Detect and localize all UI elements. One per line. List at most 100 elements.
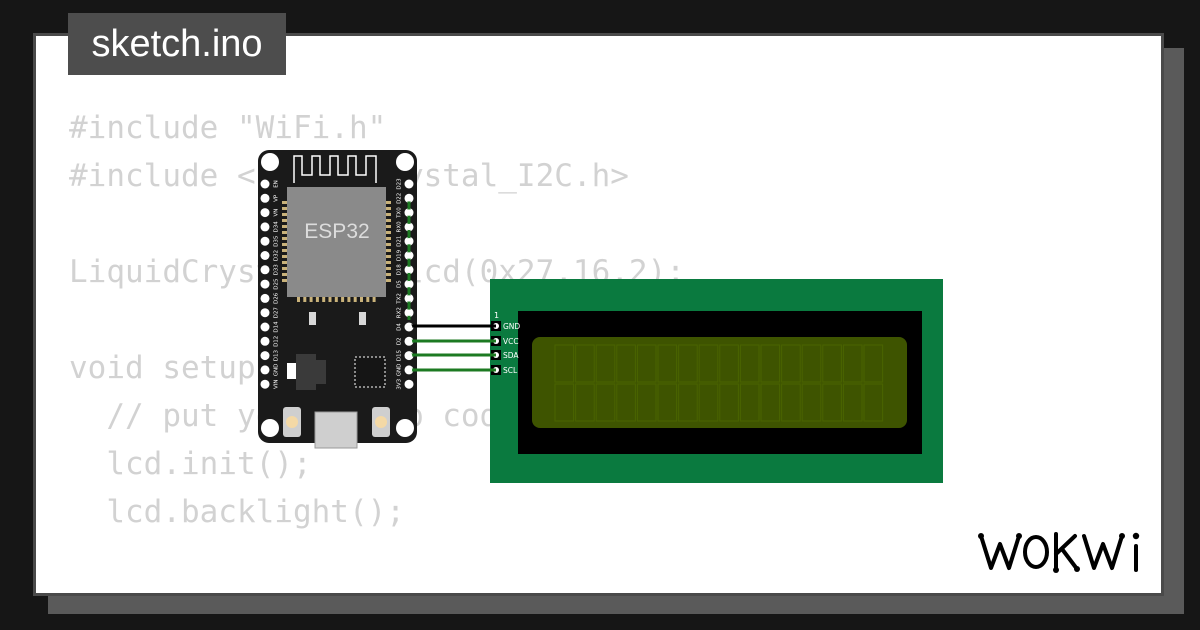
lcd-char-cell	[554, 383, 575, 422]
lcd-char-cell	[554, 344, 575, 383]
esp32-pin-label: D2	[397, 337, 403, 345]
esp32-pin[interactable]	[260, 351, 270, 361]
esp32-pin[interactable]	[260, 322, 270, 332]
module-pad	[386, 273, 391, 276]
esp32-pin-head	[405, 366, 413, 374]
en-button[interactable]	[283, 407, 301, 437]
lcd-pin-label: SCL	[503, 366, 518, 375]
lcd-char-cell	[616, 383, 636, 422]
esp32-pin-head	[405, 266, 413, 273]
esp32-pin[interactable]	[260, 365, 270, 375]
lcd-char-cell	[719, 344, 739, 383]
esp32-pin[interactable]	[260, 336, 270, 346]
lcd-char-cell	[760, 344, 781, 383]
module-pad	[322, 297, 326, 302]
esp32-pin-label: GND	[274, 364, 280, 377]
lcd-char-cell	[719, 383, 739, 422]
module-pad	[372, 297, 376, 302]
module-pad	[303, 297, 307, 302]
esp32-pin-label: D12	[274, 336, 280, 347]
module-pad	[386, 249, 391, 252]
esp32-pin-label: VP	[274, 194, 280, 202]
esp32-pin-head	[405, 309, 413, 316]
esp32-pin-label: D32	[274, 250, 280, 261]
lcd-char-cell	[657, 383, 678, 422]
esp32-pin[interactable]	[260, 236, 270, 246]
esp32-pin-label: TX0	[397, 207, 403, 219]
esp32-pin-label: TX2	[397, 293, 403, 305]
esp32-pin-label: D15	[397, 349, 403, 361]
esp32-pin-head	[405, 223, 413, 231]
esp32-pin-label: D23	[397, 178, 403, 190]
lcd-char-cell	[842, 383, 863, 422]
mount-hole	[261, 153, 279, 171]
esp32-pin-head	[405, 280, 413, 288]
lcd-char-cell	[575, 383, 595, 422]
esp32-pin-head	[405, 180, 413, 188]
esp32-board[interactable]: ESP32 ENVPVND34D35D32D33D25D26D27D14D12D…	[258, 150, 417, 449]
filename-tab[interactable]: sketch.ino	[68, 13, 286, 75]
module-pad	[341, 297, 345, 302]
module-pad	[366, 297, 370, 302]
esp32-pin-label: D34	[274, 221, 280, 233]
module-pad	[386, 231, 391, 234]
lcd-char-cell	[616, 344, 636, 383]
antenna-trace	[293, 155, 377, 183]
esp32-pin[interactable]	[260, 222, 270, 232]
esp32-pin[interactable]	[260, 208, 270, 218]
lcd-char-cell	[636, 383, 657, 422]
usb-port	[314, 411, 358, 449]
lcd-char-cell	[678, 344, 698, 383]
esp32-pin-label: RX0	[397, 221, 403, 233]
module-pad	[347, 297, 351, 302]
esp32-pin-label: RX2	[397, 307, 403, 318]
esp32-pin[interactable]	[260, 265, 270, 275]
esp32-pin-head	[405, 295, 413, 302]
esp32-pin[interactable]	[260, 193, 270, 203]
esp32-pin[interactable]	[260, 279, 270, 289]
module-pad	[386, 279, 391, 282]
esp32-pin-label: D22	[397, 193, 403, 204]
module-pad	[282, 219, 287, 222]
esp32-pin[interactable]	[260, 293, 270, 303]
esp32-pin-head	[405, 352, 413, 359]
code-line: // Serial.begin(115200);	[69, 584, 685, 593]
esp32-pin-label: D25	[274, 278, 280, 290]
module-pad	[282, 243, 287, 246]
esp32-pin-label: VN	[274, 209, 280, 217]
esp32-pin-label: D26	[274, 292, 280, 304]
module-pad	[282, 201, 287, 204]
module-pad	[282, 279, 287, 282]
module-pad	[282, 213, 287, 216]
module-pad	[282, 267, 287, 270]
module-pad	[386, 207, 391, 210]
esp32-pin-head	[405, 209, 413, 216]
lcd-char-cell	[842, 344, 863, 383]
lcd-pin-number: 1	[494, 311, 499, 320]
esp32-pin[interactable]	[260, 379, 270, 389]
esp32-pin-head	[405, 323, 413, 331]
esp32-pin-label: EN	[274, 180, 280, 188]
esp32-pin-label: VIN	[274, 379, 280, 389]
esp32-pin[interactable]	[260, 179, 270, 189]
lcd-char-cell	[760, 383, 781, 422]
esp32-pin[interactable]	[260, 308, 270, 318]
module-pad	[282, 261, 287, 264]
boot-button[interactable]	[372, 407, 390, 437]
module-pad	[282, 225, 287, 228]
module-pad	[282, 249, 287, 252]
lcd-pin-label: VCC	[503, 337, 519, 346]
lcd-char-cell	[657, 344, 678, 383]
lcd-char-cell	[739, 383, 760, 422]
esp32-pin-label: D33	[274, 264, 280, 276]
module-pad	[386, 225, 391, 228]
esp32-pin-head	[405, 238, 413, 245]
module-pad	[282, 231, 287, 234]
led	[359, 312, 366, 325]
voltage-regulator	[296, 354, 316, 390]
esp32-pin-label: D13	[274, 349, 280, 361]
module-pad	[309, 297, 313, 302]
esp32-pin[interactable]	[260, 251, 270, 260]
